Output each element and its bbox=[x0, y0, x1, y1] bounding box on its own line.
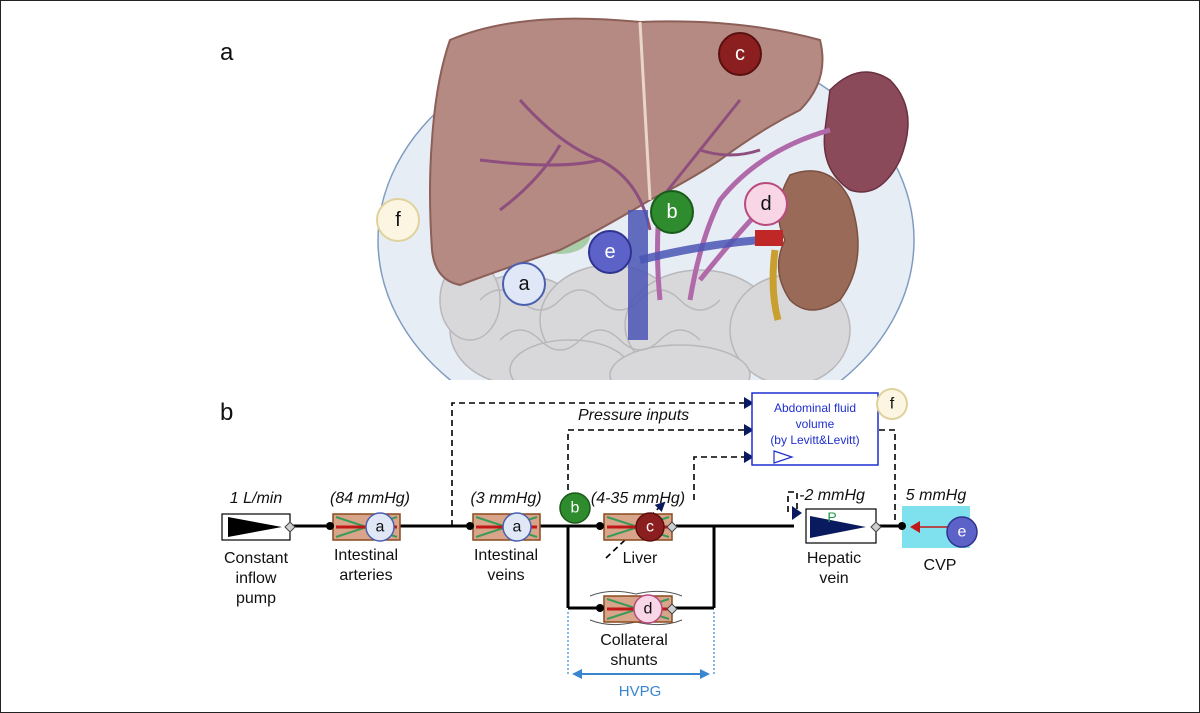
pressure-inputs-label: Pressure inputs bbox=[578, 407, 689, 424]
badge-d-shunt: d bbox=[644, 601, 653, 618]
panel-a-label: a bbox=[220, 39, 234, 66]
badge-f-box: f bbox=[876, 388, 908, 420]
pressure-5-label: 5 mmHg bbox=[906, 487, 967, 504]
pressure-4-35-label: (4-35 mmHg) bbox=[591, 490, 685, 507]
shunts-label-2: shunts bbox=[610, 652, 657, 669]
svg-text:d: d bbox=[760, 193, 771, 215]
hepatic-label-1: Hepatic bbox=[807, 550, 861, 567]
svg-text:f: f bbox=[890, 396, 895, 413]
badge-c-liver: c bbox=[646, 519, 654, 536]
hepatic-vein-element: P bbox=[805, 508, 882, 544]
input-arrowheads bbox=[744, 397, 878, 520]
pump-label-2: inflow bbox=[236, 570, 277, 587]
resistor-liver: c bbox=[596, 512, 678, 542]
intestines bbox=[439, 259, 851, 380]
hepatic-branches bbox=[479, 99, 761, 231]
pressure-84-label: (84 mmHg) bbox=[330, 490, 410, 507]
pressure-3-label: (3 mmHg) bbox=[470, 490, 541, 507]
ureter bbox=[769, 249, 782, 321]
anat-badge-a: a bbox=[502, 262, 546, 306]
badge-b-portal: b bbox=[559, 492, 591, 524]
svg-text:f: f bbox=[395, 209, 401, 231]
anat-badge-f: f bbox=[376, 198, 420, 242]
liver-label: Liver bbox=[623, 550, 658, 567]
hvpg-label: HVPG bbox=[619, 683, 662, 700]
anat-badge-e: e bbox=[588, 230, 632, 274]
vena-cava bbox=[628, 210, 648, 340]
anat-badge-c: c bbox=[718, 32, 762, 76]
pressure-neg2-label: -2 mmHg bbox=[799, 487, 865, 504]
abdominal-line-3: (by Levitt&Levitt) bbox=[770, 433, 859, 447]
constant-inflow-pump bbox=[221, 513, 296, 541]
abdominal-line-2: volume bbox=[796, 417, 835, 431]
kidney bbox=[777, 170, 859, 311]
renal-vessels bbox=[755, 230, 783, 246]
badge-a-veins: a bbox=[513, 519, 522, 536]
abdominal-fluid-box bbox=[751, 392, 879, 466]
anat-badge-d: d bbox=[744, 182, 788, 226]
abdominal-output-triangle bbox=[773, 450, 794, 464]
badge-a-arteries: a bbox=[376, 519, 385, 536]
pump-label-3: pump bbox=[236, 590, 276, 607]
svg-text:e: e bbox=[604, 241, 615, 263]
shunts-label-1: Collateral bbox=[600, 632, 668, 649]
panel-b-label: b bbox=[220, 399, 233, 426]
veins-label-2: veins bbox=[487, 567, 524, 584]
anatomy-illustration bbox=[377, 17, 915, 380]
svg-text:c: c bbox=[735, 43, 745, 65]
pressure-input-lines bbox=[451, 402, 896, 559]
badge-e-cvp: e bbox=[958, 524, 967, 541]
flow-label: 1 L/min bbox=[230, 490, 283, 507]
cvp-label: CVP bbox=[924, 557, 957, 574]
svg-text:b: b bbox=[666, 201, 677, 223]
resistor-collateral-shunts: d bbox=[589, 590, 683, 626]
resistor-intestinal-veins: a bbox=[466, 512, 541, 542]
arteries-label-2: arteries bbox=[339, 567, 392, 584]
cvp-source: e bbox=[898, 506, 978, 548]
hvpg-indicator bbox=[567, 612, 715, 679]
pressure-p-indicator: P bbox=[827, 509, 836, 525]
svg-text:a: a bbox=[518, 273, 530, 295]
pump-label-1: Constant bbox=[224, 550, 289, 567]
spleen bbox=[823, 71, 909, 193]
resistor-intestinal-arteries: a bbox=[326, 512, 401, 542]
anat-badge-b: b bbox=[650, 190, 694, 234]
abdominal-line-1: Abdominal fluid bbox=[774, 401, 856, 415]
arteries-label-1: Intestinal bbox=[334, 547, 398, 564]
veins-label-1: Intestinal bbox=[474, 547, 538, 564]
hepatic-label-2: vein bbox=[819, 570, 848, 587]
svg-text:b: b bbox=[571, 500, 580, 517]
